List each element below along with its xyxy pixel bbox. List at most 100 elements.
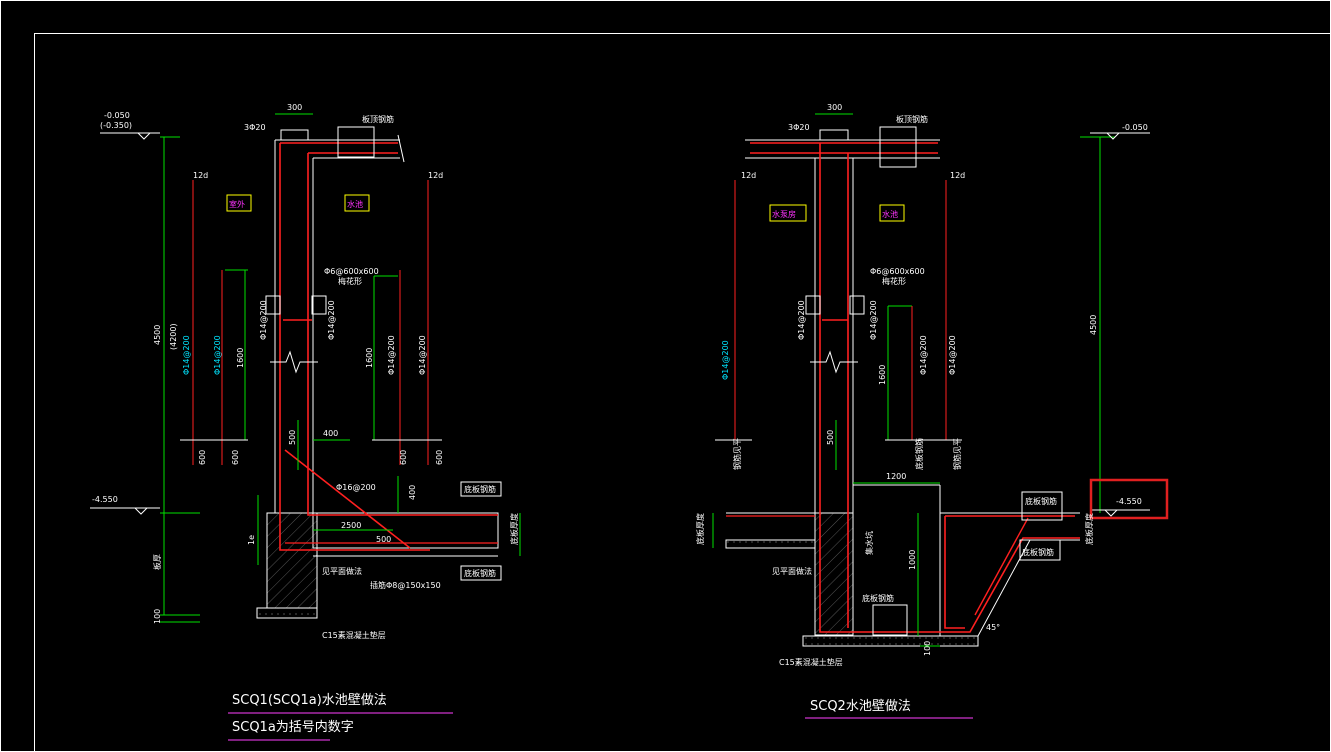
left-label-dowel: 插筋Φ8@150x150 bbox=[370, 580, 441, 590]
right-note-box-top bbox=[1021, 491, 1063, 521]
right-wall-break bbox=[810, 350, 858, 374]
right-label-bar-v5: Φ14@200 bbox=[948, 335, 957, 375]
right-label-bar-v1: Φ14@200 bbox=[721, 340, 730, 380]
right-label-bar-v2: Φ14@200 bbox=[797, 300, 806, 340]
right-roof-rebar-mark bbox=[879, 126, 917, 168]
left-label-bar-v6: Φ14@200 bbox=[418, 335, 427, 375]
right-label-angle: 45° bbox=[986, 623, 1000, 632]
left-label-1600-b: 1600 bbox=[365, 348, 374, 368]
left-label-tie-bar: Φ6@600x600 bbox=[324, 267, 379, 276]
right-label-top-width: 300 bbox=[827, 103, 842, 112]
left-label-thick: 底板厚度 bbox=[509, 513, 519, 545]
right-label-room-pool: 水池 bbox=[882, 209, 898, 219]
right-label-1000: 1000 bbox=[908, 550, 917, 570]
left-label-elev-top-alt: (-0.350) bbox=[100, 121, 132, 130]
left-label-waterproof: 见平面做法 bbox=[322, 566, 362, 576]
left-label-room-pool: 水池 bbox=[347, 199, 363, 209]
right-label-top-note: 板顶钢筋 bbox=[896, 114, 928, 124]
left-elev-bottom-marker bbox=[90, 507, 160, 515]
right-sump-rebar bbox=[944, 515, 1075, 629]
left-label-top-width: 300 bbox=[287, 103, 302, 112]
right-label-side-l2: 钢筋见平 bbox=[952, 438, 962, 470]
right-wall-hatch bbox=[814, 512, 854, 636]
left-wall-mark-a bbox=[265, 295, 281, 315]
right-label-bar-v4: Φ14@200 bbox=[919, 335, 928, 375]
right-wall-rebar-l bbox=[819, 143, 1080, 633]
right-label-cushion: C15素混凝土垫层 bbox=[779, 657, 843, 667]
left-roof-slab-break bbox=[397, 134, 405, 163]
left-label-2500: 2500 bbox=[341, 521, 361, 530]
left-label-height: 4500 bbox=[153, 325, 162, 345]
right-wall-mark-b bbox=[849, 295, 865, 315]
left-wall-detail bbox=[90, 113, 521, 623]
right-label-anchor-left: 12d bbox=[741, 171, 756, 180]
right-note-box-bot bbox=[1019, 539, 1061, 561]
right-cushion bbox=[802, 635, 979, 647]
left-label-bar-v3: Φ14@200 bbox=[259, 300, 268, 340]
left-label-slab-top: 底板钢筋 bbox=[464, 484, 496, 494]
right-sump-diag-rebar bbox=[974, 517, 1029, 616]
left-label-1e: 1e bbox=[247, 535, 256, 545]
right-label-1200: 1200 bbox=[886, 472, 906, 481]
left-label-height-alt: (4200) bbox=[169, 323, 178, 350]
left-roof-rebar-mark bbox=[337, 126, 375, 158]
right-label-tie-bar: Φ6@600x600 bbox=[870, 267, 925, 276]
right-label-thick-l: 底板厚度 bbox=[695, 513, 705, 545]
right-label-sump-bars: 底板钢筋 bbox=[862, 593, 894, 603]
right-label-slab-bot: 底板钢筋 bbox=[1022, 547, 1054, 557]
left-label-600-a: 600 bbox=[198, 450, 207, 465]
right-wall-mark-a bbox=[805, 295, 821, 315]
left-label-500: 500 bbox=[288, 430, 297, 445]
left-label-400-v: 400 bbox=[408, 485, 417, 500]
left-room-pool-box bbox=[344, 194, 370, 212]
left-label-cushion: C15素混凝土垫层 bbox=[322, 630, 386, 640]
right-label-tie-note: 梅花形 bbox=[882, 276, 906, 286]
left-label-500-b: 500 bbox=[376, 535, 391, 544]
left-top-column-mark bbox=[280, 129, 309, 141]
left-label-600-d: 600 bbox=[435, 450, 444, 465]
left-label-600-b: 600 bbox=[231, 450, 240, 465]
left-wall-mark-b bbox=[311, 295, 327, 315]
left-wall-rebar-inner bbox=[307, 153, 498, 516]
left-label-elev-bottom: -4.550 bbox=[92, 495, 118, 504]
drawing-border-frame bbox=[34, 33, 1331, 752]
highlight-box-elevation[interactable] bbox=[1089, 478, 1169, 520]
left-cushion-layer bbox=[256, 607, 318, 619]
right-elev-bottom-marker bbox=[1090, 509, 1150, 517]
right-detail-title: SCQ2水池壁做法 bbox=[810, 699, 911, 714]
left-label-tie-note: 梅花形 bbox=[338, 276, 362, 286]
left-haunch-rebar bbox=[284, 449, 411, 549]
right-label-1600: 1600 bbox=[878, 365, 887, 385]
right-label-elev-top: -0.050 bbox=[1122, 123, 1148, 132]
right-label-thick-r: 底板厚度 bbox=[1084, 513, 1094, 545]
right-top-column-mark bbox=[819, 129, 849, 141]
right-label-height: 4500 bbox=[1089, 315, 1098, 335]
left-label-top-note: 板顶钢筋 bbox=[362, 114, 394, 124]
right-wall-detail bbox=[712, 113, 1169, 647]
left-label-slab-bot: 底板钢筋 bbox=[464, 568, 496, 578]
right-room-pool-box bbox=[879, 204, 905, 222]
right-label-anchor-right: 12d bbox=[950, 171, 965, 180]
right-sump-bar-mark bbox=[872, 604, 908, 636]
left-detail-subtitle: SCQ1a为括号内数字 bbox=[232, 719, 354, 735]
left-note-box-bot bbox=[460, 565, 502, 581]
right-label-500: 500 bbox=[826, 430, 835, 445]
right-label-side-l1: 钢筋见平 bbox=[732, 438, 742, 470]
left-label-bar-v1: Φ14@200 bbox=[182, 335, 191, 375]
left-label-bar-v2: Φ14@200 bbox=[213, 335, 222, 375]
left-label-anchor-left: 12d bbox=[193, 171, 208, 180]
left-label-bar-v5: Φ14@200 bbox=[387, 335, 396, 375]
right-elev-top-marker bbox=[1090, 132, 1150, 140]
right-label-pit: 集水坑 bbox=[864, 531, 874, 555]
right-left-cushion bbox=[725, 539, 816, 549]
right-label-side-r: 底板钢筋 bbox=[914, 438, 924, 470]
left-label-400-h: 400 bbox=[323, 429, 338, 438]
right-label-slab-top: 底板钢筋 bbox=[1025, 496, 1057, 506]
right-label-room-pump: 水泵房 bbox=[772, 209, 796, 219]
left-label-bar-v4: Φ14@200 bbox=[327, 300, 336, 340]
left-label-hook-bar: Φ16@200 bbox=[336, 483, 376, 492]
right-room-pump-box bbox=[769, 204, 807, 222]
left-note-box-top bbox=[460, 481, 502, 497]
